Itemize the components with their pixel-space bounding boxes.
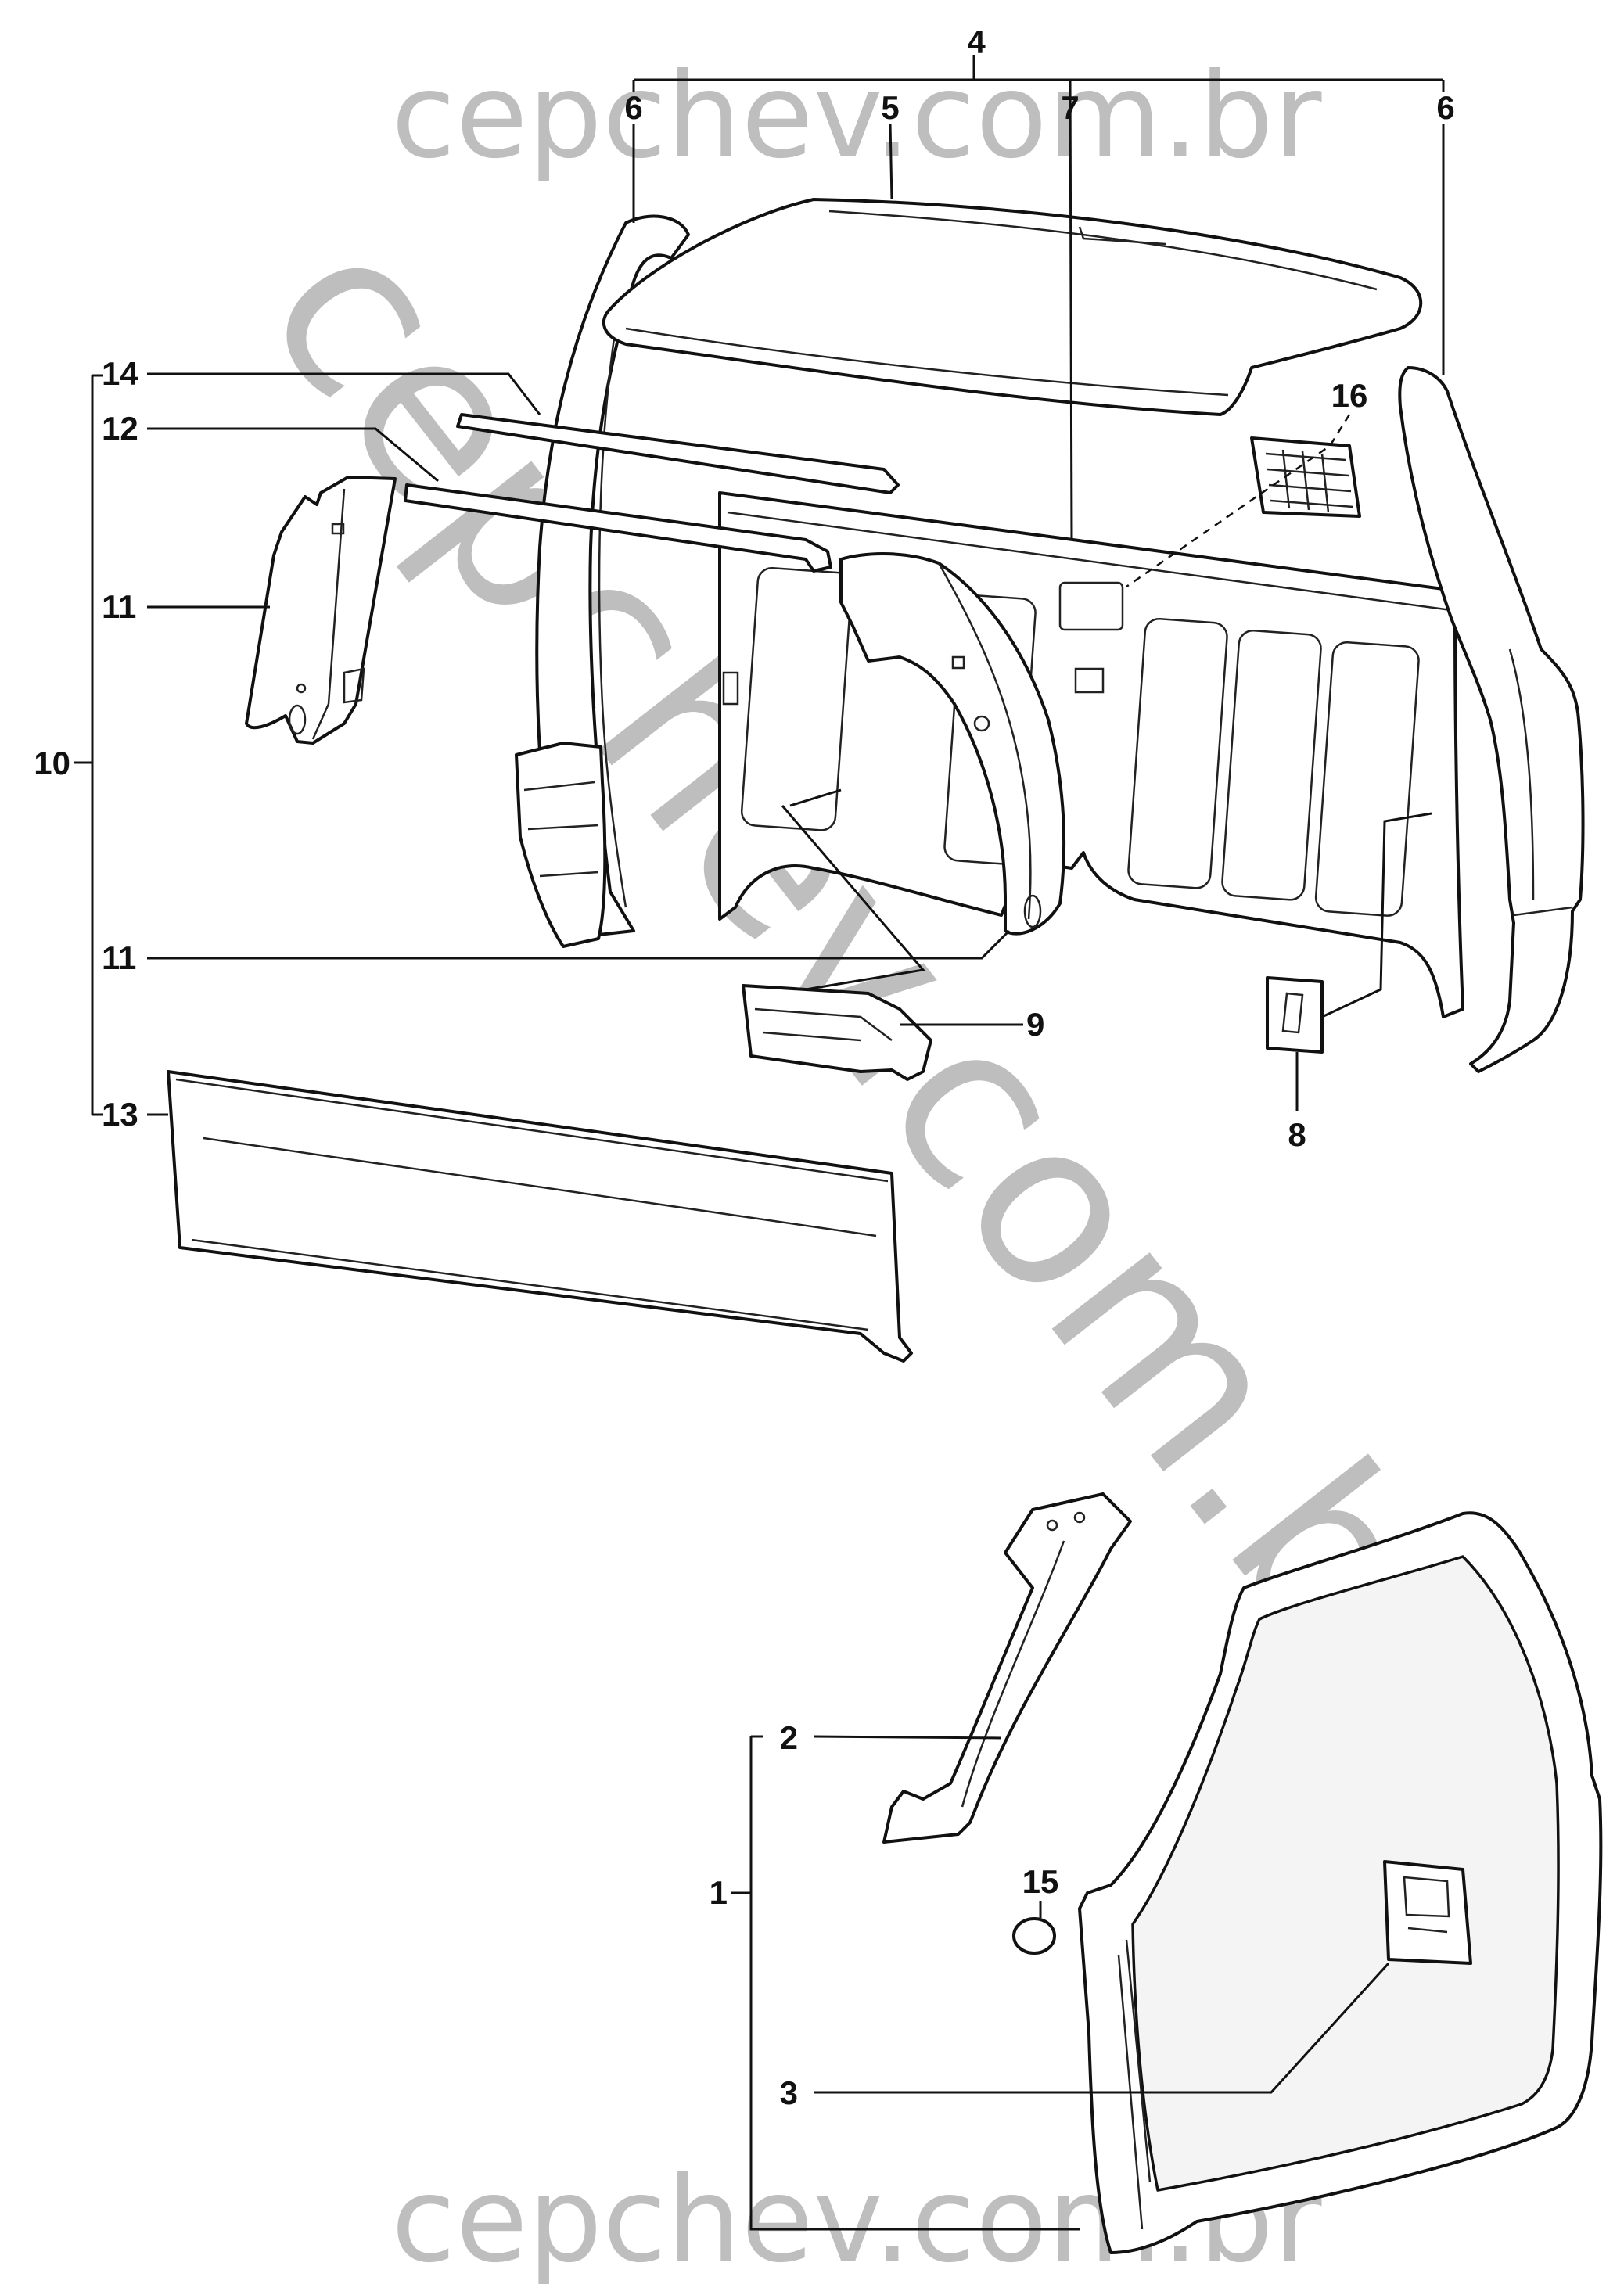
part-right-rear-pillar <box>1398 366 1585 1073</box>
part-right-inner-panel <box>839 552 1065 936</box>
callout-9: 9 <box>1026 1006 1044 1043</box>
part-small-clip <box>1266 976 1324 1054</box>
part-roof-rear-panel <box>602 198 1423 416</box>
callout-4: 4 <box>967 23 986 60</box>
callout-15: 15 <box>1022 1863 1059 1900</box>
part-left-corner-bracket <box>515 742 607 948</box>
callout-11-upper: 11 <box>102 588 136 625</box>
callout-6-left: 6 <box>624 89 642 126</box>
part-plug <box>1012 1917 1056 1955</box>
watermark-top: cepchev.com.br <box>391 48 1322 185</box>
watermark-diagonal: cepchev.com.br <box>216 184 1532 1765</box>
part-floor-bracket <box>742 984 932 1081</box>
callout-14: 14 <box>102 355 138 392</box>
callout-5: 5 <box>881 89 899 126</box>
callout-3: 3 <box>780 2074 798 2111</box>
leader-lines <box>74 55 1445 2231</box>
callout-13: 13 <box>102 1096 138 1133</box>
callout-8: 8 <box>1288 1116 1306 1153</box>
callout-16: 16 <box>1331 377 1368 414</box>
callout-2: 2 <box>780 1719 798 1756</box>
part-lower-side-panel <box>167 1070 913 1363</box>
part-upper-header-strip <box>456 413 900 494</box>
callout-10: 10 <box>34 745 70 781</box>
part-hinge-reinforcement <box>1383 1860 1472 1965</box>
part-left-inner-panel <box>245 476 397 745</box>
part-side-door-frame <box>1078 1511 1603 2254</box>
part-lower-header-strip <box>404 483 832 573</box>
callout-12: 12 <box>102 410 138 447</box>
callout-1: 1 <box>710 1874 728 1911</box>
part-b-pillar <box>882 1492 1132 1844</box>
callout-11-lower: 11 <box>102 939 136 976</box>
callout-6-right: 6 <box>1436 89 1454 126</box>
part-vent-grille <box>1250 436 1361 518</box>
callout-7: 7 <box>1061 89 1079 126</box>
